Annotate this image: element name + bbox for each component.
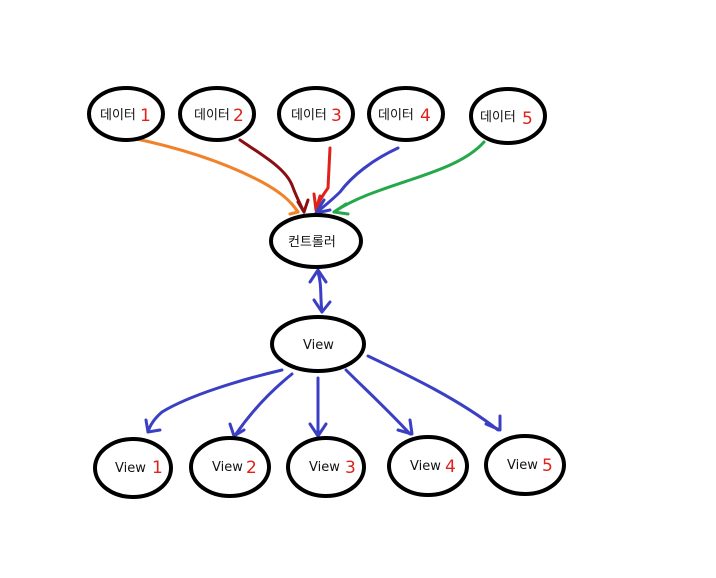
data-node-5: 데이터 5 — [469, 87, 547, 145]
view-main-ellipse — [270, 315, 366, 373]
data-node-5-number: 5 — [522, 109, 533, 129]
data-node-3-label: 데이터 — [291, 108, 327, 123]
arrow-controller-view-head-top — [308, 268, 328, 284]
data-node-5-ellipse — [469, 87, 547, 145]
data-node-3-number: 3 — [331, 106, 342, 126]
arrow-head-data-2 — [296, 198, 310, 214]
data-node-4: 데이터 4 — [367, 86, 445, 142]
arrow-view-to-view-4 — [344, 368, 412, 436]
arrow-view-to-view-5 — [366, 354, 500, 432]
data-node-4-label: 데이터 — [378, 108, 414, 123]
arrow-data-1-to-controller — [130, 136, 300, 214]
data-node-1: 데이터 1 — [87, 86, 165, 142]
arrow-head-view-1 — [144, 418, 162, 434]
controller-node: 컨트롤러 — [269, 213, 363, 269]
arrow-view-to-view-2 — [234, 372, 294, 436]
arrow-head-view-5 — [484, 414, 502, 432]
arrow-head-data-1 — [288, 202, 300, 216]
arrow-controller-view-head-bottom — [312, 298, 332, 314]
data-node-4-number: 4 — [420, 106, 431, 126]
data-node-2-number: 2 — [233, 106, 244, 126]
arrow-head-view-4 — [396, 418, 414, 436]
view-node-4-ellipse — [387, 435, 469, 497]
view-node-4-number: 4 — [445, 457, 456, 477]
view-node-1-ellipse — [93, 437, 173, 499]
data-node-2: 데이터 2 — [178, 86, 256, 142]
data-node-5-label: 데이터 — [480, 110, 516, 125]
arrow-head-data-3 — [312, 192, 322, 212]
arrow-head-view-2 — [228, 422, 246, 438]
view-node-5-number: 5 — [542, 456, 553, 476]
view-node-3-label: View — [309, 460, 340, 475]
data-node-1-label: 데이터 — [100, 108, 136, 123]
data-node-3-ellipse — [277, 86, 355, 142]
data-node-2-label: 데이터 — [194, 108, 230, 123]
data-node-2-ellipse — [178, 86, 256, 142]
view-node-5: View 5 — [484, 434, 566, 496]
controller-ellipse — [269, 213, 363, 269]
view-node-2: View 2 — [189, 436, 271, 498]
view-main-node: View — [270, 315, 366, 373]
view-node-1: View 1 — [93, 437, 173, 499]
controller-view-arrow — [308, 268, 332, 314]
view-node-1-number: 1 — [152, 458, 163, 478]
view-node-2-number: 2 — [246, 458, 257, 478]
data-node-3: 데이터 3 — [277, 86, 355, 142]
view-node-5-label: View — [507, 458, 538, 473]
arrow-head-view-3 — [308, 422, 328, 438]
view-main-label: View — [303, 338, 334, 353]
arrow-controller-view-line — [316, 270, 324, 314]
view-arrows — [144, 354, 502, 438]
data-node-4-ellipse — [367, 86, 445, 142]
view-node-2-label: View — [212, 460, 243, 475]
view-node-3-number: 3 — [345, 458, 356, 478]
data-arrows — [130, 136, 486, 216]
view-node-4-label: View — [410, 459, 441, 474]
view-node-5-ellipse — [484, 434, 566, 496]
arrow-head-data-5 — [332, 202, 350, 216]
arrow-data-4-to-controller — [314, 146, 400, 215]
view-node-3: View 3 — [286, 436, 366, 498]
view-node-2-ellipse — [189, 436, 271, 498]
data-node-1-number: 1 — [140, 106, 151, 126]
arrow-view-to-view-1 — [146, 368, 284, 434]
view-node-3-ellipse — [286, 436, 366, 498]
view-node-4: View 4 — [387, 435, 469, 497]
view-node-1-label: View — [115, 461, 146, 476]
arrow-data-5-to-controller — [332, 140, 486, 214]
data-node-1-ellipse — [87, 86, 165, 142]
controller-label: 컨트롤러 — [288, 235, 336, 250]
